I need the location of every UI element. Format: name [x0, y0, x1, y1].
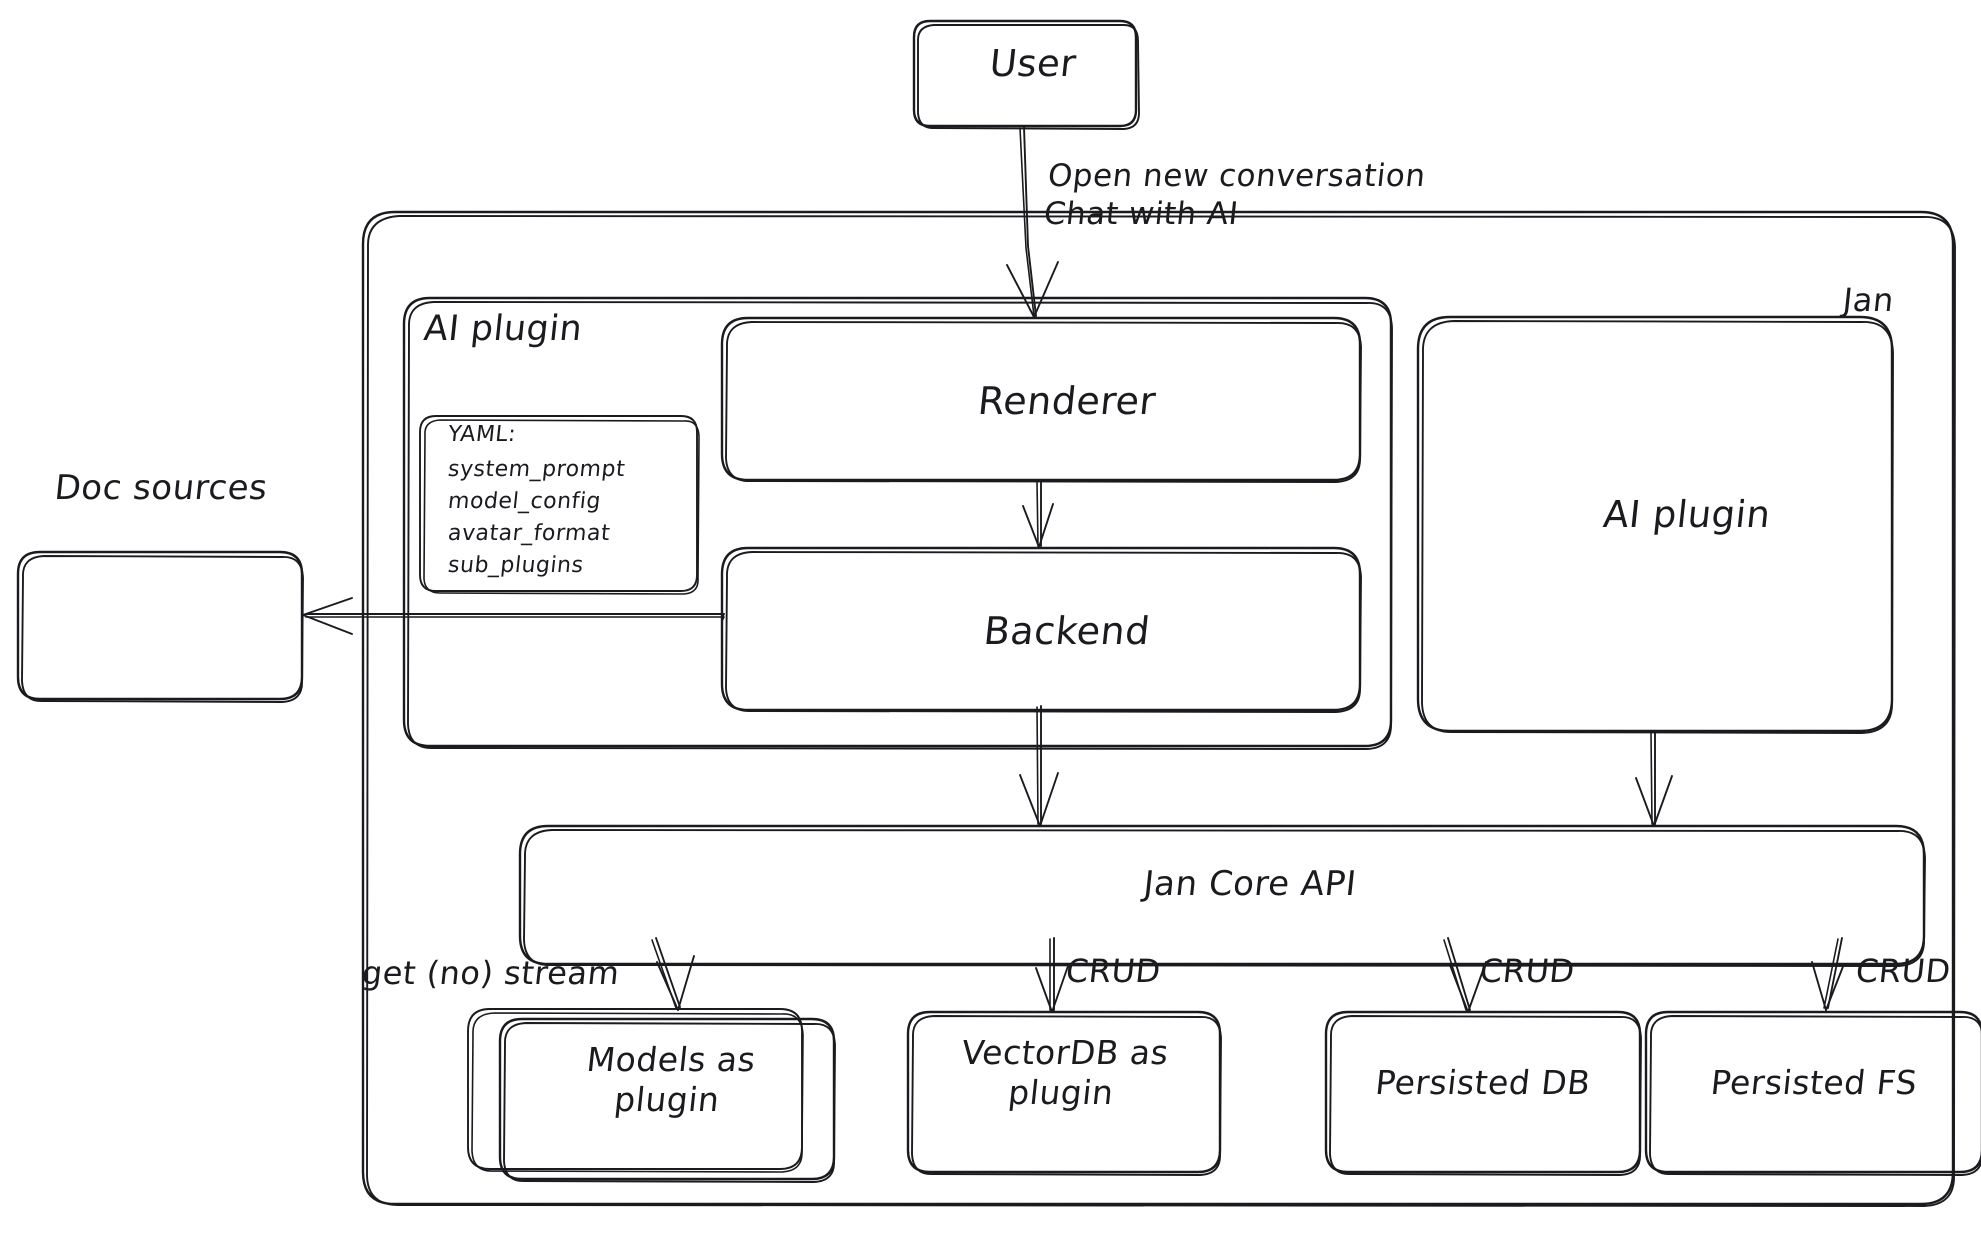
user-box-stroke: [912, 19, 1140, 130]
edge-core-to-vectordb: [1035, 937, 1069, 1013]
models-as-plugin-box-stroke: [498, 1017, 836, 1183]
edge-user-to-renderer: [1006, 126, 1059, 318]
ai-plugin-group-stroke: [402, 296, 1393, 750]
renderer-box-stroke: [720, 316, 1362, 483]
edge-backend-to-doc-sources: [302, 597, 725, 635]
models-as-plugin-back-box-stroke: [467, 1008, 804, 1173]
edge-ai-plugin-to-core: [1635, 731, 1673, 827]
edge-core-to-models: [651, 937, 695, 1011]
ai-plugin-right-box-stroke: [1416, 315, 1894, 734]
backend-box-stroke: [720, 546, 1362, 713]
doc-sources-box-stroke: [16, 550, 304, 703]
jan-core-api-box-stroke: [518, 824, 1926, 967]
edge-renderer-to-backend: [1022, 480, 1054, 548]
persisted-fs-box-stroke: [1644, 1010, 1981, 1176]
yaml-box-stroke: [419, 415, 700, 595]
vectordb-as-plugin-box-stroke: [906, 1010, 1222, 1176]
persisted-db-box-stroke: [1324, 1010, 1642, 1176]
edge-core-to-persisted-db: [1443, 937, 1487, 1013]
edge-core-to-persisted-fs: [1811, 937, 1845, 1011]
edge-backend-to-core: [1019, 705, 1059, 827]
jan-container-stroke: [361, 210, 1956, 1207]
